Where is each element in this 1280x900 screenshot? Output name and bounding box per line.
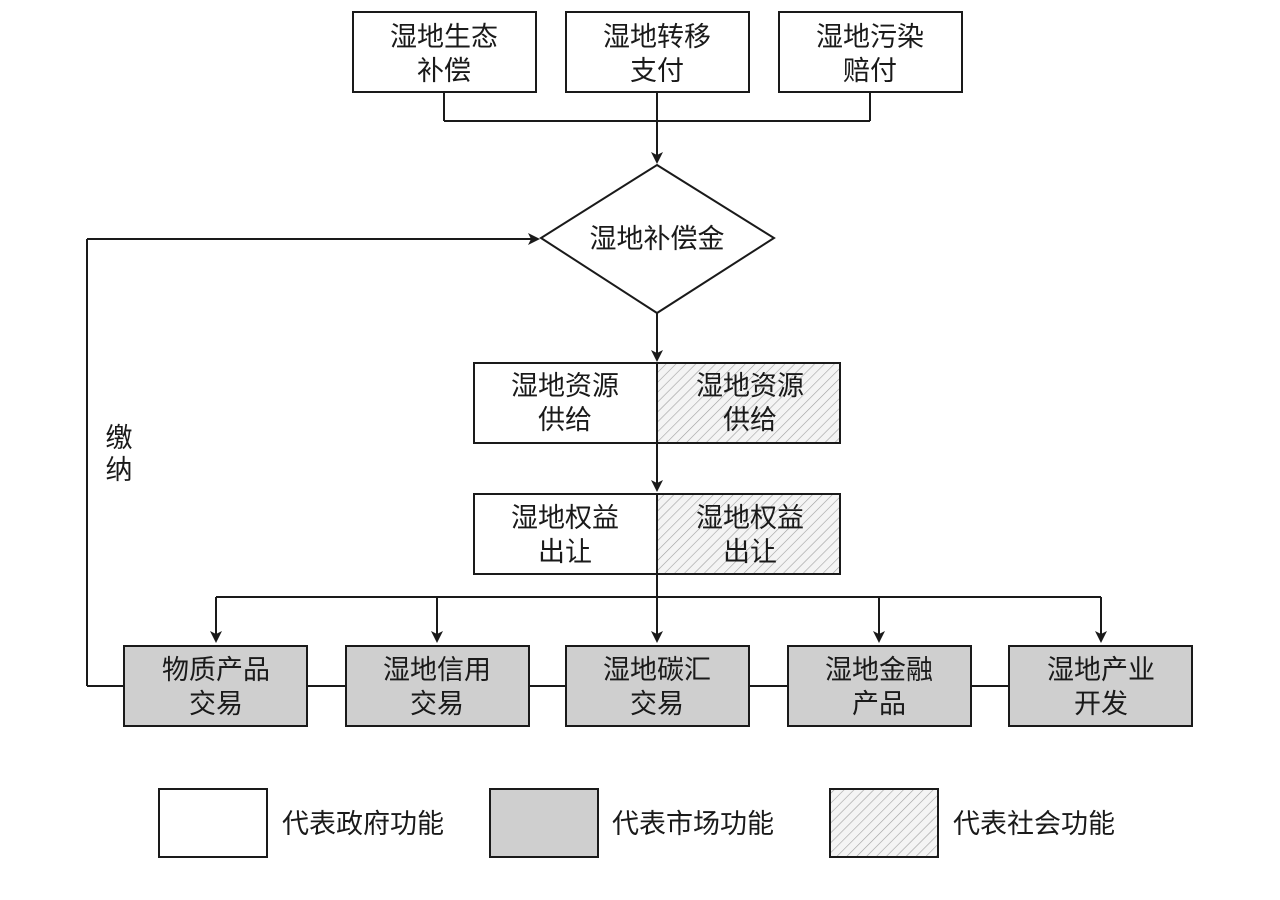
- supply-right-line2: 供给: [723, 405, 777, 436]
- top-connector: [443, 92, 871, 164]
- bottom-box-financial-products: 湿地金融 产品: [787, 645, 972, 727]
- top-box-2-line2: 支付: [630, 56, 684, 87]
- legend-label-market: 代表市场功能: [612, 809, 774, 840]
- payment-feedback-loop: 缴 纳: [86, 233, 540, 687]
- legend-swatch-government: [158, 788, 268, 858]
- top-box-pollution-compensation: 湿地污染 赔付: [778, 11, 963, 93]
- bottom-box-5-line1: 湿地产业: [1047, 655, 1155, 686]
- legend: 代表政府功能 代表市场功能 代表社会功能: [158, 788, 1115, 858]
- resource-supply-box: 湿地资源 供给 湿地资源 供给: [473, 362, 841, 444]
- compensation-fund-diamond: 湿地补偿金: [539, 163, 776, 315]
- transfer-left-line2: 出让: [538, 537, 592, 568]
- legend-swatch-social: [829, 788, 939, 858]
- feedback-label-line1: 缴: [106, 423, 133, 454]
- bottom-box-1-line2: 交易: [189, 689, 243, 720]
- supply-left-line2: 供给: [538, 405, 592, 436]
- transfer-right-line1: 湿地权益: [696, 503, 804, 534]
- top-box-1-line2: 补偿: [417, 56, 471, 87]
- transfer-right-line2: 出让: [723, 537, 777, 568]
- legend-label-social: 代表社会功能: [953, 809, 1115, 840]
- transfer-left-line1: 湿地权益: [511, 503, 619, 534]
- bottom-box-4-line1: 湿地金融: [825, 655, 933, 686]
- supply-left-line1: 湿地资源: [511, 371, 619, 402]
- bottom-box-material-products: 物质产品 交易: [123, 645, 308, 727]
- feedback-label-line2: 纳: [106, 455, 133, 486]
- bottom-box-3-line1: 湿地碳汇: [603, 655, 711, 686]
- bottom-box-3-line2: 交易: [630, 689, 684, 720]
- top-box-ecological-compensation: 湿地生态 补偿: [352, 11, 537, 93]
- supply-right-line1: 湿地资源: [696, 371, 804, 402]
- bottom-box-1-line1: 物质产品: [162, 655, 270, 686]
- bottom-box-2-line2: 交易: [410, 689, 464, 720]
- bottom-box-5-line2: 开发: [1074, 689, 1128, 720]
- bottom-box-carbon-sink: 湿地碳汇 交易: [565, 645, 750, 727]
- top-box-3-line1: 湿地污染: [816, 22, 924, 53]
- top-box-transfer-payment: 湿地转移 支付: [565, 11, 750, 93]
- rights-transfer-box: 湿地权益 出让 湿地权益 出让: [473, 493, 841, 575]
- bottom-box-wetland-credit: 湿地信用 交易: [345, 645, 530, 727]
- top-box-1-line1: 湿地生态: [390, 22, 498, 53]
- legend-label-government: 代表政府功能: [282, 809, 444, 840]
- bottom-box-2-line1: 湿地信用: [383, 655, 491, 686]
- top-box-2-line1: 湿地转移: [603, 22, 711, 53]
- legend-swatch-market: [489, 788, 599, 858]
- distribution-connector: [210, 574, 1107, 643]
- bottom-box-4-line2: 产品: [852, 689, 906, 720]
- top-box-3-line2: 赔付: [843, 56, 897, 87]
- bottom-box-industry-development: 湿地产业 开发: [1008, 645, 1193, 727]
- diamond-label: 湿地补偿金: [590, 224, 725, 255]
